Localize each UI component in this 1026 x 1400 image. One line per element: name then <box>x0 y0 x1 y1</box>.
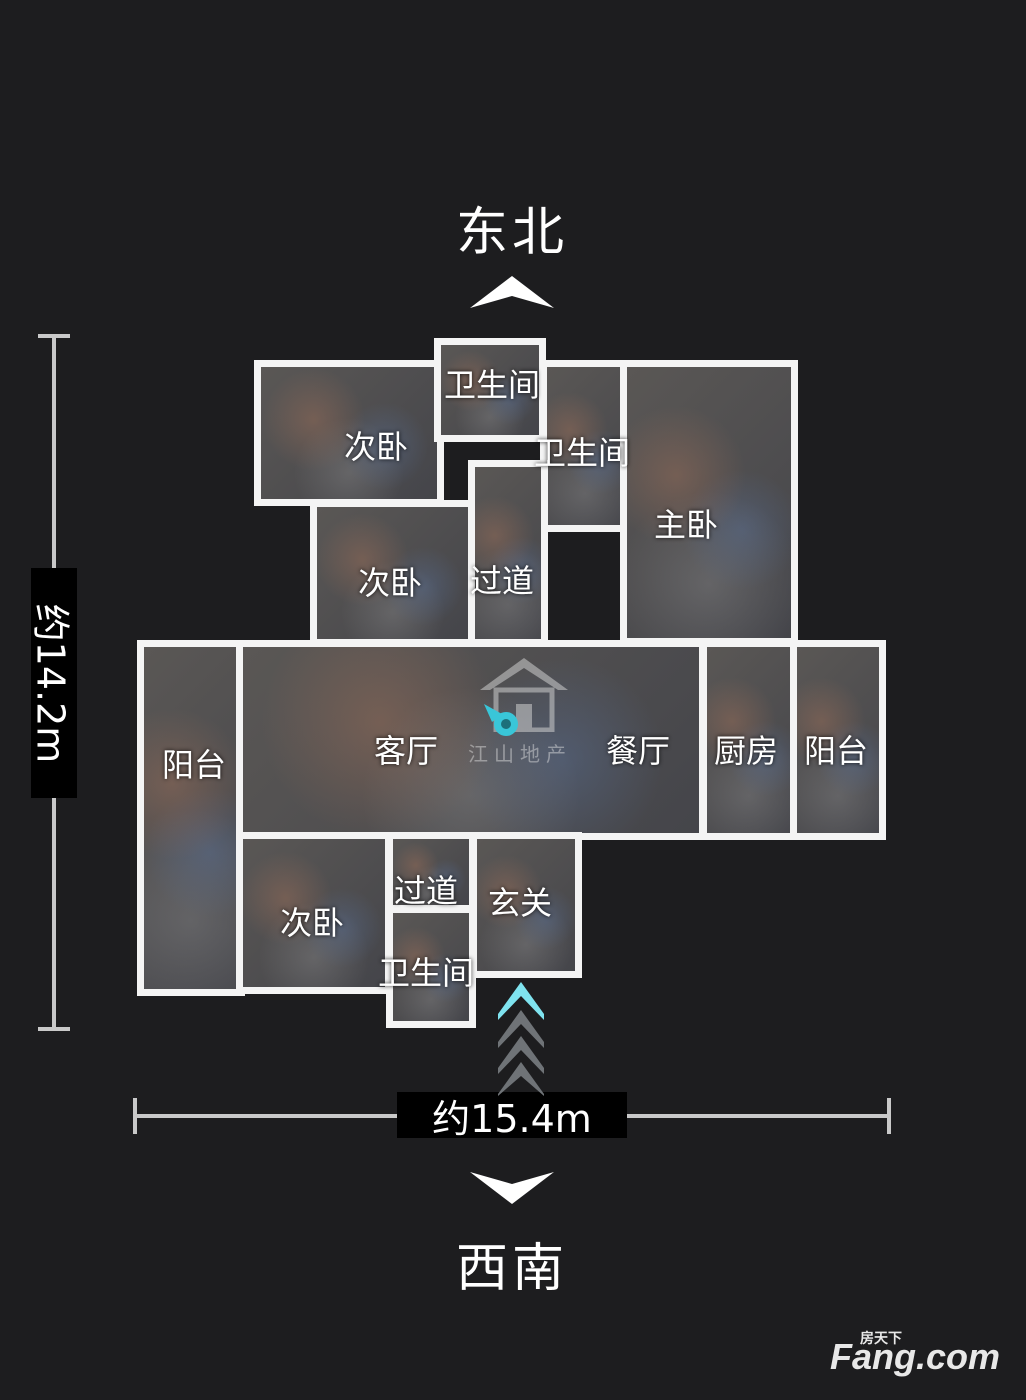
label-living-room: 客厅 <box>374 732 439 770</box>
label-bedroom-sw: 次卧 <box>280 904 345 942</box>
height-dimension-label: 约14.2m <box>28 603 73 763</box>
label-balcony-east: 阳台 <box>804 732 869 770</box>
south-direction-label: 西南 <box>455 1239 568 1299</box>
label-entrance: 玄关 <box>488 884 553 922</box>
room-bathroom-top[interactable] <box>434 338 546 442</box>
brand-watermark-sub: 房天下 <box>860 1330 902 1346</box>
label-balcony-west: 阳台 <box>162 746 227 784</box>
height-dimension-box: 约14.2m <box>29 568 77 798</box>
height-dimension-cap-bottom <box>38 1027 70 1031</box>
current-position-marker-icon[interactable] <box>478 700 526 748</box>
room-balcony-east[interactable] <box>790 640 886 840</box>
width-dimension-cap-left <box>133 1098 137 1134</box>
label-bathroom-top: 卫生间 <box>444 366 541 404</box>
room-bathroom-bottom[interactable] <box>386 906 476 1028</box>
room-entrance[interactable] <box>470 832 582 978</box>
room-bathroom-master[interactable] <box>540 360 630 532</box>
south-arrow-icon[interactable] <box>470 1170 554 1204</box>
width-dimension-cap-right <box>887 1098 891 1134</box>
label-corridor-bottom: 过道 <box>394 872 459 910</box>
entry-chevrons-icon[interactable] <box>498 980 544 1096</box>
room-balcony-west[interactable] <box>137 640 245 996</box>
north-direction-label: 东北 <box>455 203 568 263</box>
room-bedroom-sw[interactable] <box>236 832 392 994</box>
room-kitchen[interactable] <box>700 640 798 840</box>
north-arrow-icon[interactable] <box>470 274 554 308</box>
label-corridor-top: 过道 <box>470 562 535 600</box>
label-dining-room: 餐厅 <box>606 732 671 770</box>
house-watermark-icon <box>480 658 568 732</box>
label-master-bedroom: 主卧 <box>654 506 719 544</box>
label-bathroom-master: 卫生间 <box>534 434 631 472</box>
room-corridor-top[interactable] <box>468 460 548 646</box>
height-dimension-cap-top <box>38 334 70 338</box>
center-watermark-text: 江山地产 <box>468 742 572 766</box>
label-bedroom-nw: 次卧 <box>344 428 409 466</box>
brand-watermark-text: Fang.com <box>830 1336 1001 1377</box>
label-bedroom-mid: 次卧 <box>358 564 423 602</box>
width-dimension-label: 约15.4m <box>397 1092 627 1141</box>
room-master-bedroom[interactable] <box>620 360 798 645</box>
label-kitchen: 厨房 <box>714 732 779 770</box>
label-bathroom-bottom: 卫生间 <box>378 954 475 992</box>
